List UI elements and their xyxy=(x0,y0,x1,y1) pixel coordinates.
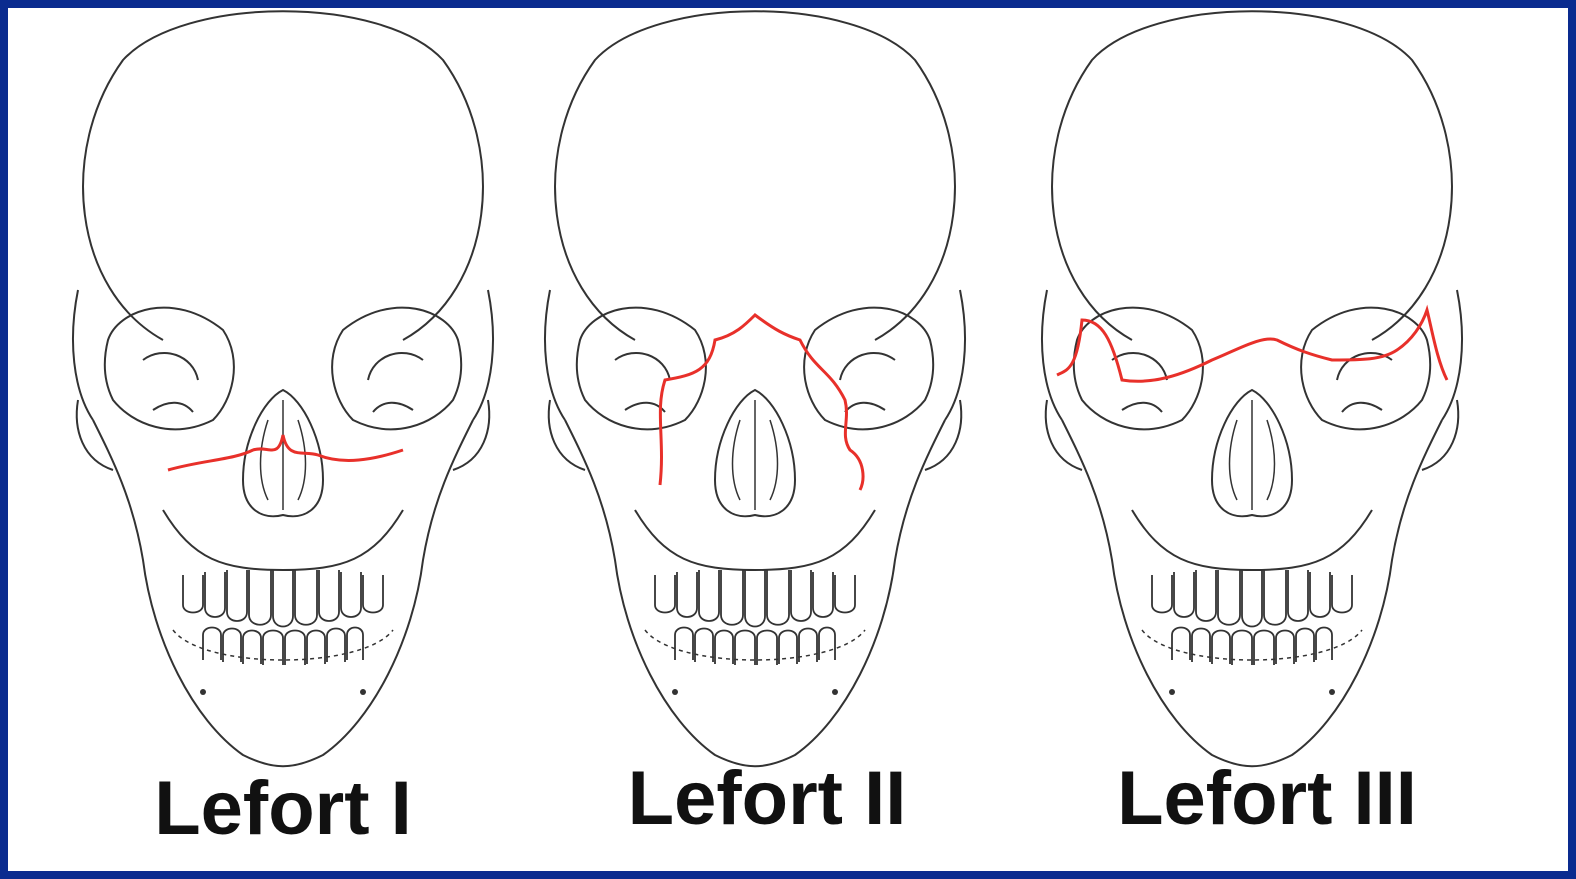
fracture-line-lefort-1 xyxy=(168,435,403,470)
label-lefort-2: Lefort II xyxy=(628,755,907,842)
fracture-line-lefort-3 xyxy=(1057,310,1447,381)
label-lefort-3: Lefort III xyxy=(1117,755,1417,842)
fracture-line-lefort-2 xyxy=(660,315,863,490)
skull-lefort-2 xyxy=(545,11,965,766)
skull-lefort-3 xyxy=(1042,11,1462,766)
label-lefort-1: Lefort I xyxy=(154,765,412,852)
skull-lefort-1 xyxy=(73,11,493,766)
